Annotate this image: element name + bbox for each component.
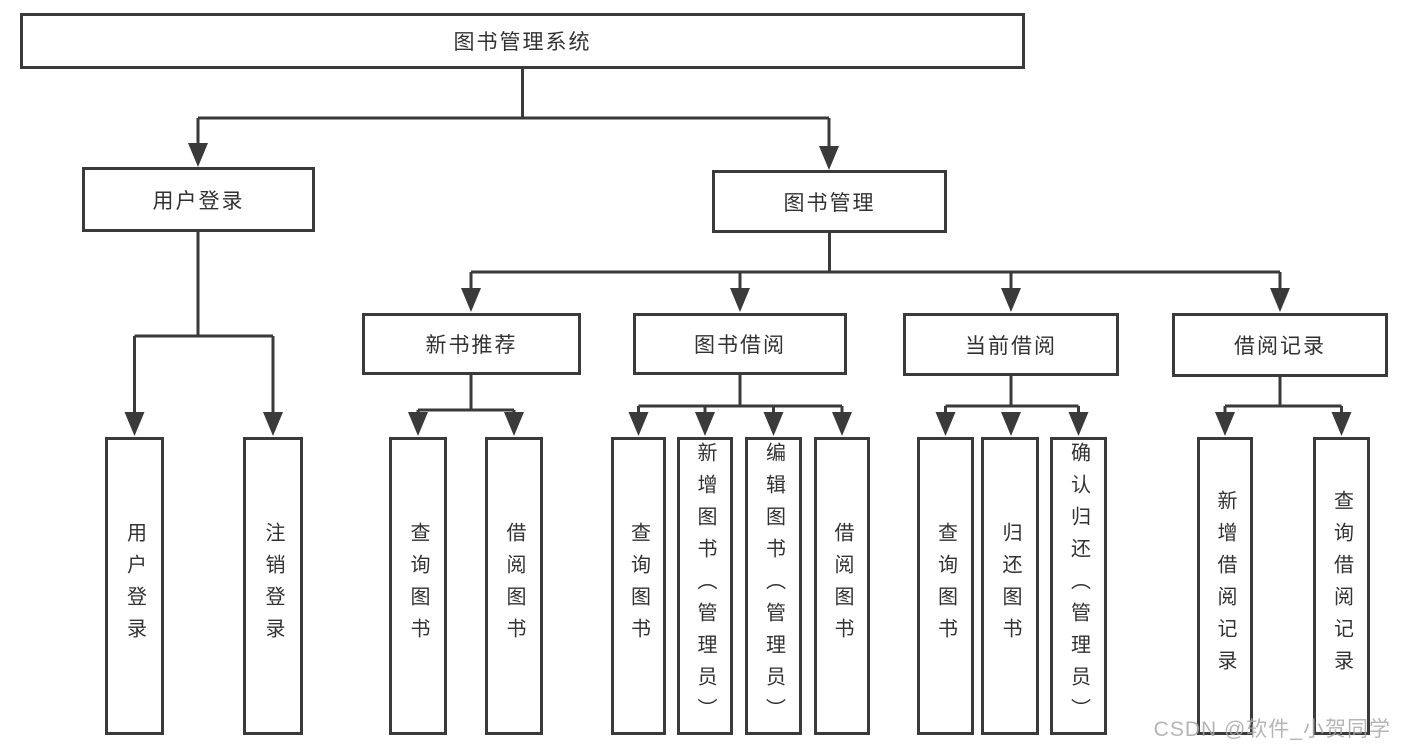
leaf-query-books-current: 查询图书 (917, 437, 974, 735)
leaf-add-borrow-record: 新增借阅记录 (1197, 437, 1253, 735)
leaf-borrow-books-recommend: 借阅图书 (485, 437, 543, 735)
leaf-borrow-books: 借阅图书 (814, 437, 870, 735)
leaf-edit-book-admin: 编辑图书（管理员） (745, 437, 802, 735)
leaf-query-books-borrow: 查询图书 (611, 437, 666, 735)
node-label: 借阅图书 (503, 522, 525, 650)
node-label: 查询图书 (407, 522, 429, 650)
node-label: 新增图书（管理员） (694, 442, 716, 730)
leaf-query-borrow-record: 查询借阅记录 (1313, 437, 1370, 735)
node-current-borrow: 当前借阅 (903, 313, 1119, 376)
leaf-query-books-recommend: 查询图书 (389, 437, 447, 735)
leaf-user-login: 用户登录 (105, 437, 164, 735)
node-label: 新增借阅记录 (1214, 490, 1236, 682)
node-root: 图书管理系统 (20, 13, 1025, 69)
node-label: 查询借阅记录 (1330, 490, 1353, 682)
node-borrow-records: 借阅记录 (1172, 313, 1388, 377)
arrowheads (124, 143, 1352, 436)
leaf-add-book-admin: 新增图书（管理员） (677, 437, 733, 735)
node-user-login: 用户登录 (82, 167, 315, 232)
leaf-confirm-return-admin: 确认归还（管理员） (1050, 437, 1107, 735)
node-label: 编辑图书（管理员） (762, 442, 785, 730)
node-label: 注销登录 (262, 522, 284, 650)
leaf-logout: 注销登录 (243, 437, 303, 735)
node-label: 查询图书 (934, 522, 957, 650)
node-label: 用户登录 (123, 522, 146, 650)
node-book-borrow: 图书借阅 (633, 313, 847, 375)
node-label: 借阅图书 (831, 522, 853, 650)
leaf-return-books: 归还图书 (981, 437, 1039, 735)
node-label: 确认归还（管理员） (1067, 442, 1090, 730)
node-book-management: 图书管理 (712, 170, 947, 233)
node-label: 归还图书 (999, 522, 1021, 650)
node-label: 查询图书 (627, 522, 650, 650)
node-new-book-recommend: 新书推荐 (362, 313, 581, 375)
